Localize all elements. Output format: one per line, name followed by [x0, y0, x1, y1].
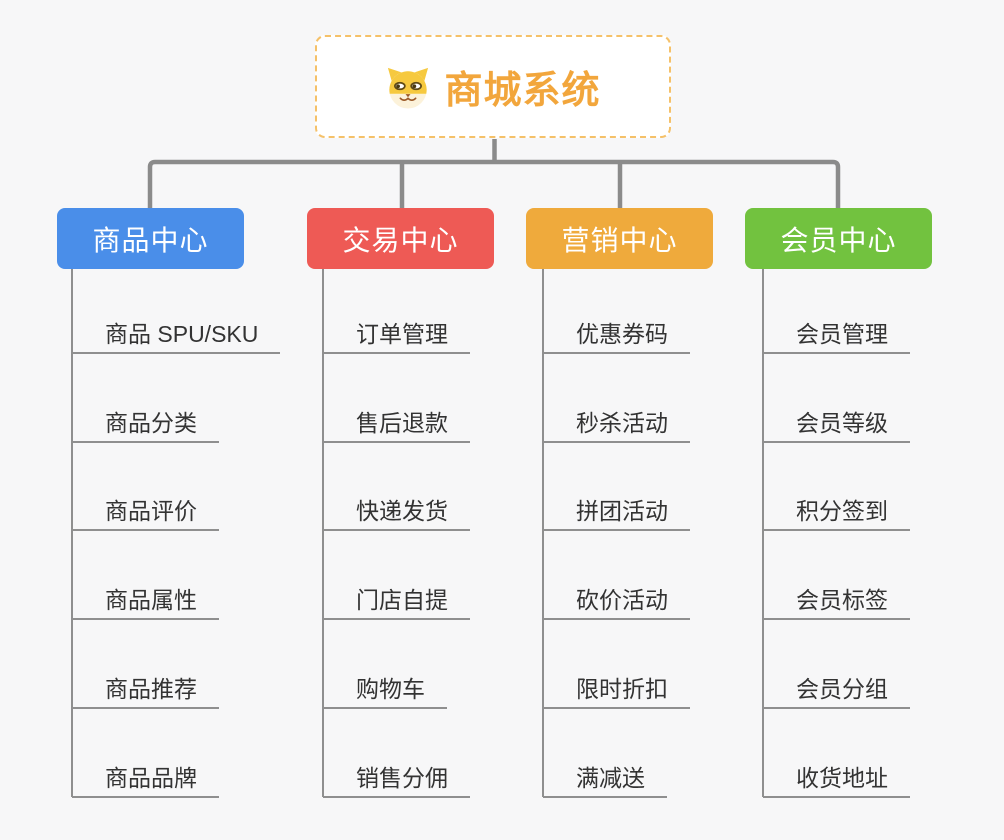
leaf-node[interactable]: 商品分类	[72, 405, 219, 443]
branch-node-product-center[interactable]: 商品中心	[57, 208, 244, 269]
leaf-node[interactable]: 商品品牌	[72, 760, 219, 798]
leaf-node[interactable]: 会员等级	[763, 405, 910, 443]
branch-rail	[147, 159, 841, 209]
branch-node-member-center[interactable]: 会员中心	[745, 208, 932, 269]
leaf-node[interactable]: 满减送	[543, 760, 667, 798]
leaf-node[interactable]: 商品推荐	[72, 671, 219, 709]
leaf-node[interactable]: 售后退款	[323, 405, 470, 443]
leaf-node[interactable]: 砍价活动	[543, 582, 690, 620]
dog-icon	[385, 65, 431, 109]
leaf-node[interactable]: 限时折扣	[543, 671, 690, 709]
leaf-node[interactable]: 快递发货	[323, 493, 470, 531]
leaf-node[interactable]: 会员管理	[763, 316, 910, 354]
branch-node-marketing-center[interactable]: 营销中心	[526, 208, 713, 269]
leaf-node[interactable]: 商品 SPU/SKU	[72, 316, 281, 354]
leaf-node[interactable]: 订单管理	[323, 316, 470, 354]
leaf-node[interactable]: 购物车	[323, 671, 447, 709]
root-title: 商城系统	[444, 70, 601, 112]
leaf-node[interactable]: 销售分佣	[323, 760, 470, 798]
leaf-node[interactable]: 秒杀活动	[543, 405, 690, 443]
leaf-node[interactable]: 会员分组	[763, 671, 910, 709]
leaf-node[interactable]: 会员标签	[763, 582, 910, 620]
leaf-node[interactable]: 门店自提	[323, 582, 470, 620]
leaf-node[interactable]: 积分签到	[763, 493, 910, 531]
leaf-node[interactable]: 收货地址	[763, 760, 910, 798]
branch-node-trade-center[interactable]: 交易中心	[307, 208, 494, 269]
root-node[interactable]: 商城系统	[315, 35, 671, 138]
leaf-node[interactable]: 优惠券码	[543, 316, 690, 354]
leaf-node[interactable]: 拼团活动	[543, 493, 690, 531]
leaf-node[interactable]: 商品评价	[72, 493, 219, 531]
leaf-node[interactable]: 商品属性	[72, 582, 219, 620]
